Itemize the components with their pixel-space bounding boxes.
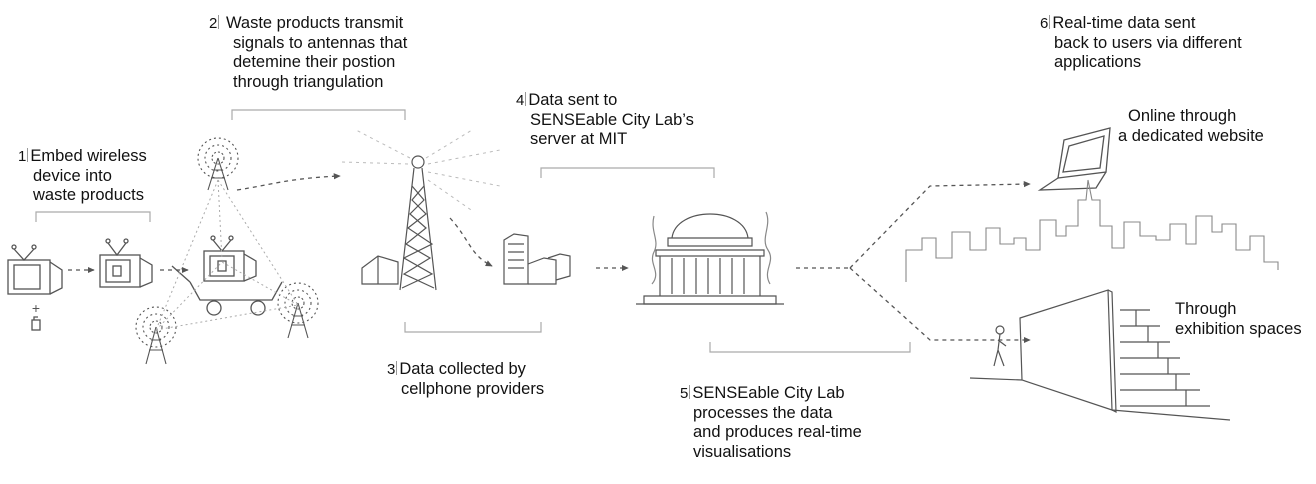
step-number: 2 xyxy=(209,15,218,32)
caption-brackets xyxy=(35,109,911,353)
bracket-step-1 xyxy=(35,211,151,222)
step-5-line-4: visualisations xyxy=(693,442,792,461)
step-divider xyxy=(1049,15,1051,29)
person-icon xyxy=(993,325,1007,367)
step-number: 5 xyxy=(680,385,689,402)
server-icon xyxy=(503,233,571,285)
bracket-step-3 xyxy=(404,322,542,333)
step-5-line-3: and produces real-time xyxy=(693,423,862,441)
step-4-line-1: Data sent to xyxy=(528,91,618,109)
step-2-line-4: through triangulation xyxy=(233,72,384,91)
bracket-step-4 xyxy=(540,167,715,178)
step-number: 3 xyxy=(387,361,396,378)
bracket-step-2 xyxy=(231,109,406,120)
step-3-line-1: Data collected by xyxy=(399,360,526,378)
svg-text:+: + xyxy=(32,300,40,316)
bracket-step-5 xyxy=(709,342,911,353)
tv-icon xyxy=(99,238,153,288)
exhibition-line-1: Through xyxy=(1175,300,1237,318)
antenna-icon xyxy=(197,137,239,191)
step-4-line-2: SENSEable City Lab’s xyxy=(530,110,694,129)
antenna-icon xyxy=(277,282,319,339)
step-2-caption: 2 Waste products transmit signals to ant… xyxy=(209,14,407,92)
antenna-icon xyxy=(135,306,177,365)
step-divider xyxy=(525,92,527,106)
step-divider xyxy=(396,361,398,375)
step-2-line-1: Waste products transmit xyxy=(225,14,404,32)
online-line-1: Online through xyxy=(1128,107,1237,125)
step-1-line-3: waste products xyxy=(33,186,144,204)
step-1-line-2: device into xyxy=(33,166,112,185)
step-1-line-1: Embed wireless xyxy=(30,147,147,165)
step-5-line-1: SENSEable City Lab xyxy=(692,384,845,402)
triangulation-lines xyxy=(155,179,299,331)
step-number: 4 xyxy=(516,92,525,109)
tv-icon: + xyxy=(7,244,63,331)
step-number: 6 xyxy=(1040,15,1049,32)
step-4-line-3: server at MIT xyxy=(530,130,628,148)
cell-tower-icon xyxy=(341,129,501,291)
step-divider xyxy=(689,385,691,399)
step-divider xyxy=(27,148,29,162)
wireless-tag-icon xyxy=(31,319,41,331)
step-2-line-3: detemine their postion xyxy=(233,53,396,71)
mit-dome-icon xyxy=(636,211,784,305)
step-6-line-1: Real-time data sent xyxy=(1052,14,1196,32)
flow-arrows xyxy=(68,173,1031,344)
step-divider xyxy=(218,15,220,29)
output-online-caption: Online through a dedicated website xyxy=(1118,107,1264,146)
exhibition-line-2: exhibition spaces xyxy=(1175,319,1302,338)
step-3-line-2: cellphone providers xyxy=(401,379,545,398)
step-number: 1 xyxy=(18,148,27,165)
laptop-icon xyxy=(1037,127,1111,191)
output-exhibition-caption: Through exhibition spaces xyxy=(1175,300,1302,339)
wall-icon xyxy=(969,289,1231,421)
step-2-line-2: signals to antennas that xyxy=(233,33,408,52)
step-5-line-2: processes the data xyxy=(693,403,833,422)
skyline-icon xyxy=(905,179,1279,282)
step-6-line-2: back to users via different xyxy=(1054,33,1242,52)
online-line-2: a dedicated website xyxy=(1118,126,1264,145)
step-6-line-3: applications xyxy=(1054,53,1142,71)
house-icon xyxy=(361,255,399,285)
cart-icon xyxy=(171,235,283,316)
